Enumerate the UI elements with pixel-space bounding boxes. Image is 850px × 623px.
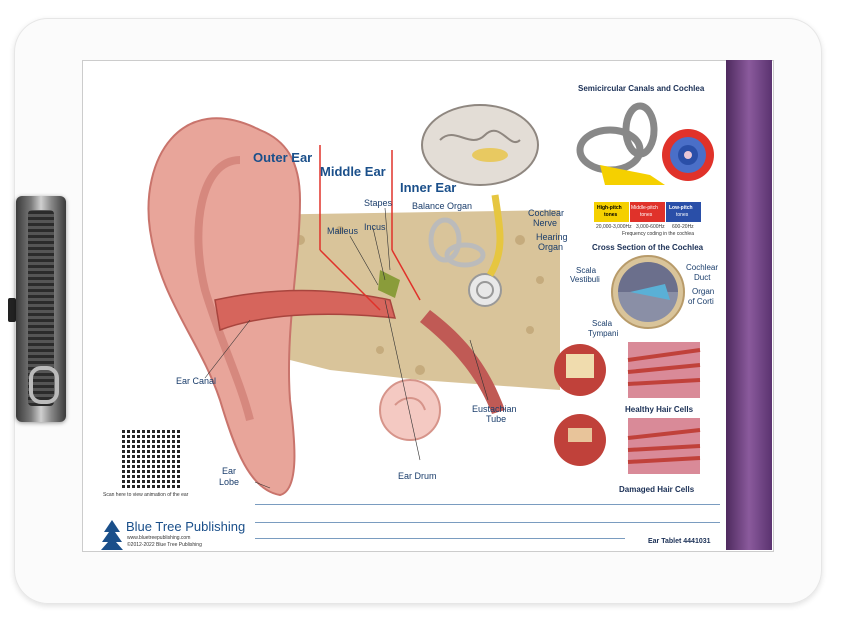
ear-drum-inset [379, 379, 441, 441]
label-eustachian-line2: Tube [486, 414, 507, 424]
canals-cochlea-figure [576, 102, 714, 185]
publisher-url[interactable]: www.bluetreepublishing.com [127, 535, 191, 541]
purple-side-strip [726, 60, 772, 550]
label-hearing-organ-line1: Hearing [536, 232, 568, 242]
footer-rule-3 [255, 538, 625, 539]
label-ear-lobe-line2: Lobe [219, 477, 240, 487]
clipboard-clip[interactable] [16, 196, 66, 422]
label-ear-canal: Ear Canal [176, 376, 217, 386]
tone-low-line1: Low-pitch [669, 205, 693, 211]
label-organ-of-corti-line2: of Corti [688, 297, 714, 306]
label-scala-tympani-line2: Tympani [588, 329, 619, 338]
label-ear-lobe-line1: Ear [222, 466, 237, 476]
side-knob [8, 298, 16, 322]
freq-low: 600-20Hz [672, 224, 694, 230]
label-ear-drum: Ear Drum [398, 471, 437, 481]
damaged-hair-cells-caption: Damaged Hair Cells [619, 485, 695, 494]
semicircular-canal [428, 217, 462, 263]
eustachian-tube-shape [420, 310, 505, 414]
label-eustachian-line1: Eustachian [472, 404, 517, 414]
footer-rule-2 [255, 522, 720, 523]
label-cochlear-nerve-line2: Nerve [533, 218, 558, 228]
ossicles-shape [378, 270, 400, 298]
label-stapes: Stapes [364, 198, 393, 208]
copyright: ©2012-2022 Blue Tree Publishing [127, 542, 202, 548]
label-organ-of-corti-line1: Organ [692, 287, 715, 296]
label-incus: Incus [364, 222, 386, 232]
label-hearing-organ-line2: Organ [538, 242, 564, 252]
cross-section-title: Cross Section of the Cochlea [592, 243, 704, 252]
tone-high-line2: tones [604, 212, 618, 218]
freq-mid: 3,000-600Hz [636, 224, 665, 230]
label-malleus: Malleus [327, 226, 359, 236]
label-balance-organ: Balance Organ [412, 201, 473, 211]
tone-mid-line2: tones [640, 212, 653, 218]
tone-mid-line1: Middle-pitch [631, 205, 658, 211]
qr-code[interactable] [122, 430, 180, 488]
inner-ear-heading: Inner Ear [400, 180, 457, 195]
label-cochlear-nerve-line1: Cochlear [528, 208, 565, 218]
label-scala-vestibuli-line1: Scala [576, 266, 597, 275]
footer-rule-1 [255, 504, 720, 505]
outer-ear-heading: Outer Ear [253, 150, 313, 165]
label-scala-tympani-line1: Scala [592, 319, 613, 328]
middle-ear-heading: Middle Ear [320, 164, 386, 179]
cochlea-shape [468, 273, 502, 307]
freq-caption: Frequency coding in the cochlea [622, 231, 694, 237]
tone-low-line2: tones [676, 212, 689, 218]
label-cochlear-duct-line1: Cochlear [686, 263, 719, 272]
product-code: Ear Tablet 4441031 [648, 538, 711, 545]
brain-shape [421, 104, 539, 186]
label-cochlear-duct-line2: Duct [694, 273, 711, 282]
scan-caption: Scan here to view animation of the ear [103, 492, 189, 498]
publisher-name: Blue Tree Publishing [126, 519, 246, 534]
tone-high-line1: High-pitch [597, 205, 622, 211]
canals-cochlea-title: Semicircular Canals and Cochlea [578, 84, 705, 93]
label-scala-vestibuli-line2: Vestibuli [570, 275, 600, 284]
ear-canal-shape [214, 289, 397, 332]
nerve-shape [486, 194, 504, 277]
freq-high: 20,000-3,000Hz [596, 224, 632, 230]
healthy-hair-cells-caption: Healthy Hair Cells [625, 405, 694, 414]
